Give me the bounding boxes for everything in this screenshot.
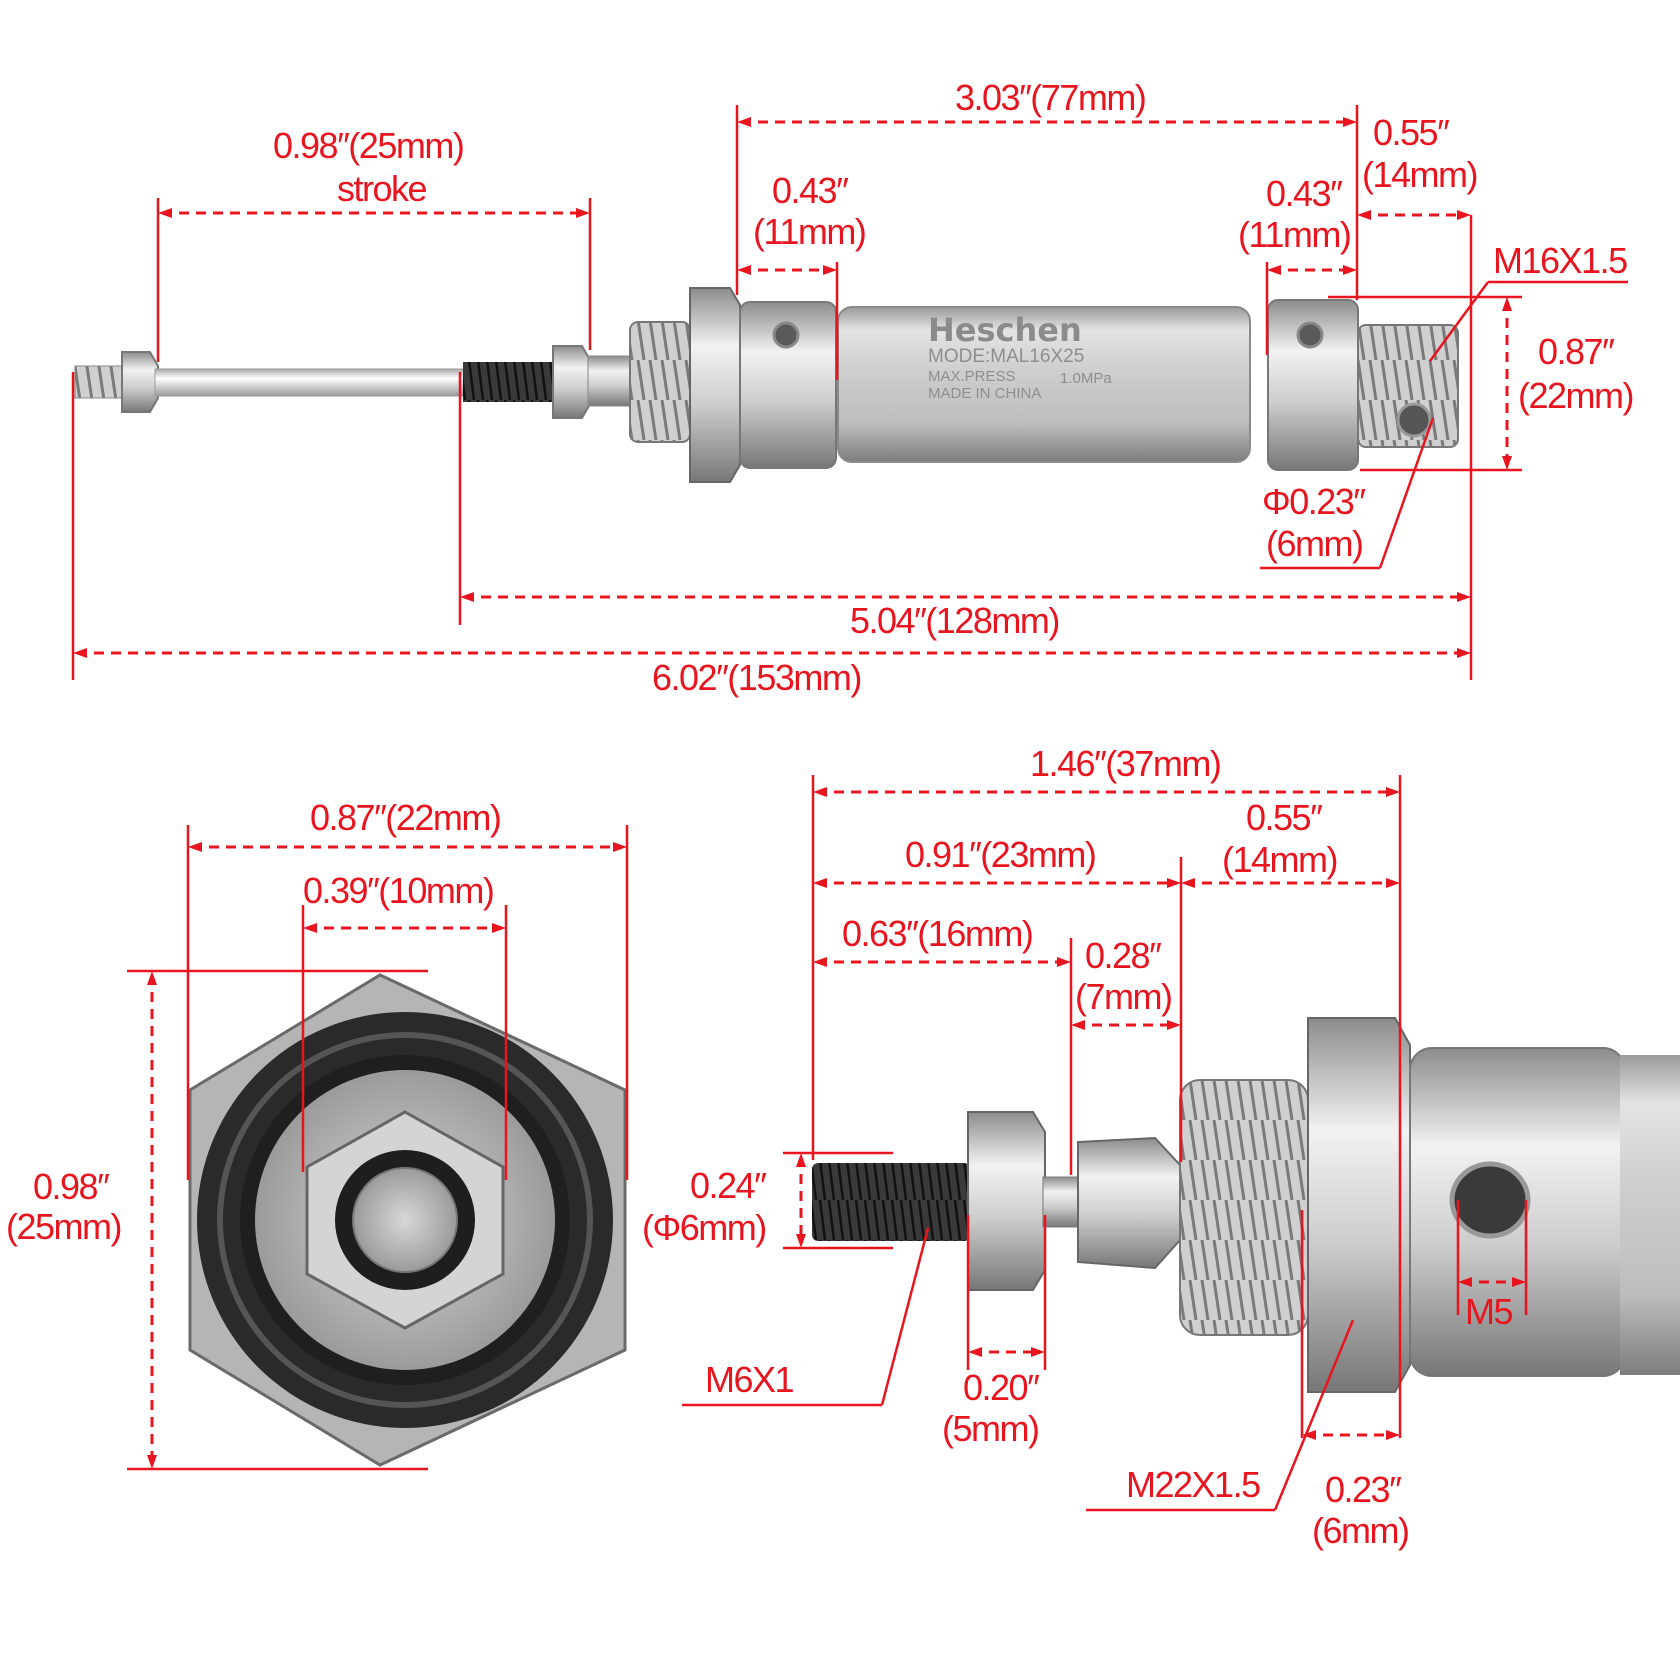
- origin-label: MADE IN CHINA: [928, 385, 1041, 402]
- rear-diameter-bottom: (22mm): [1518, 375, 1633, 416]
- end-nut-width: 0.39″(10mm): [303, 870, 493, 911]
- stroke-dimension: 0.98″(25mm): [273, 125, 463, 166]
- end-view-dimensions: 0.87″(22mm) 0.39″(10mm) 0.98″ (25mm): [6, 797, 629, 1471]
- detail-rod-flats: [1077, 1136, 1181, 1270]
- detail-front-section: 0.91″(23mm): [905, 834, 1095, 875]
- front-cap-dim-bottom: (11mm): [753, 211, 865, 252]
- detail-rod-diameter-top: 0.24″: [690, 1165, 767, 1206]
- cylinder-detail-view: [812, 1017, 1680, 1393]
- pressure-value: 1.0MPa: [1060, 370, 1112, 387]
- rod-tip-nut: [121, 351, 159, 413]
- detail-rod-thread-spec: M6X1: [705, 1359, 794, 1400]
- brand-label: Heschen: [928, 311, 1082, 349]
- detail-rod-thread: [812, 1163, 970, 1241]
- rear-diameter-top: 0.87″: [1538, 331, 1615, 372]
- end-outer-width: 0.87″(22mm): [310, 797, 500, 838]
- front-mount-nut: [689, 287, 741, 483]
- detail-barrel: [1620, 1055, 1680, 1375]
- detail-mount-nut-bottom: (6mm): [1312, 1510, 1408, 1551]
- detail-mount-thread: [1179, 1079, 1309, 1336]
- detail-total-length: 1.46″(37mm): [1030, 743, 1220, 784]
- model-label: MODE:MAL16X25: [928, 346, 1084, 367]
- detail-mount-nut: [1307, 1017, 1411, 1393]
- rear-thread-length-top: 0.55″: [1373, 112, 1450, 153]
- retracted-length: 5.04″(128mm): [850, 600, 1059, 641]
- detail-rod-nut: [967, 1111, 1046, 1291]
- front-cap-dim-top: 0.43″: [772, 170, 849, 211]
- detail-mount-nut-top: 0.23″: [1325, 1469, 1402, 1510]
- rear-cap-dim-top: 0.43″: [1266, 173, 1343, 214]
- rod-front-thread: [463, 362, 553, 402]
- body-length-dimension: 3.03″(77mm): [955, 77, 1145, 118]
- hole-diameter-top: Φ0.23″: [1262, 481, 1366, 522]
- pressure-label: MAX.PRESS: [928, 368, 1016, 385]
- side-view-dimensions: 0.98″(25mm) stroke 3.03″(77mm) 0.43″ (11…: [71, 77, 1635, 698]
- detail-rod-neck: [1042, 1176, 1079, 1228]
- detail-mount-thread-spec: M22X1.5: [1126, 1464, 1260, 1505]
- front-cap: [739, 301, 837, 469]
- detail-rod-thread-length: 0.63″(16mm): [842, 913, 1032, 954]
- detail-thread-length-bottom: (14mm): [1222, 839, 1337, 880]
- end-rod-face: [352, 1167, 458, 1273]
- piston-rod: [154, 368, 468, 397]
- front-mount-thread: [629, 321, 691, 443]
- detail-port-spec: M5: [1465, 1291, 1512, 1332]
- cylinder-side-view: Heschen MODE:MAL16X25 MAX.PRESS 1.0MPa M…: [74, 287, 1459, 483]
- detail-rod-nut-top: 0.20″: [963, 1367, 1040, 1408]
- cylinder-end-view: [188, 973, 627, 1467]
- rod-front-nut: [552, 345, 591, 419]
- stroke-word: stroke: [337, 168, 427, 209]
- rear-thread-spec: M16X1.5: [1493, 240, 1627, 281]
- rod-tip-thread: [74, 365, 126, 399]
- detail-view-dimensions: 1.46″(37mm) 0.91″(23mm) 0.55″ (14mm) 0.6…: [642, 743, 1528, 1551]
- detail-thread-length-top: 0.55″: [1246, 797, 1323, 838]
- detail-rod-diameter-bottom: (Φ6mm): [642, 1207, 766, 1248]
- cylinder-barrel: [837, 306, 1251, 463]
- rear-thread-length-bottom: (14mm): [1362, 154, 1477, 195]
- detail-neck-bottom: (7mm): [1075, 976, 1171, 1017]
- rear-cap-dim-bottom: (11mm): [1238, 214, 1350, 255]
- rear-port-hole: [1296, 321, 1324, 349]
- end-height-top: 0.98″: [33, 1166, 110, 1207]
- hole-diameter-bottom: (6mm): [1266, 523, 1362, 564]
- detail-port-hole: [1449, 1161, 1531, 1239]
- end-thread-inner: [217, 1032, 593, 1408]
- end-height-bottom: (25mm): [6, 1206, 121, 1247]
- front-port-hole: [772, 321, 800, 349]
- rod-neck: [587, 355, 631, 407]
- detail-rod-nut-bottom: (5mm): [942, 1408, 1038, 1449]
- rear-cross-hole: [1396, 402, 1432, 438]
- extended-length: 6.02″(153mm): [652, 657, 861, 698]
- detail-neck-top: 0.28″: [1085, 935, 1162, 976]
